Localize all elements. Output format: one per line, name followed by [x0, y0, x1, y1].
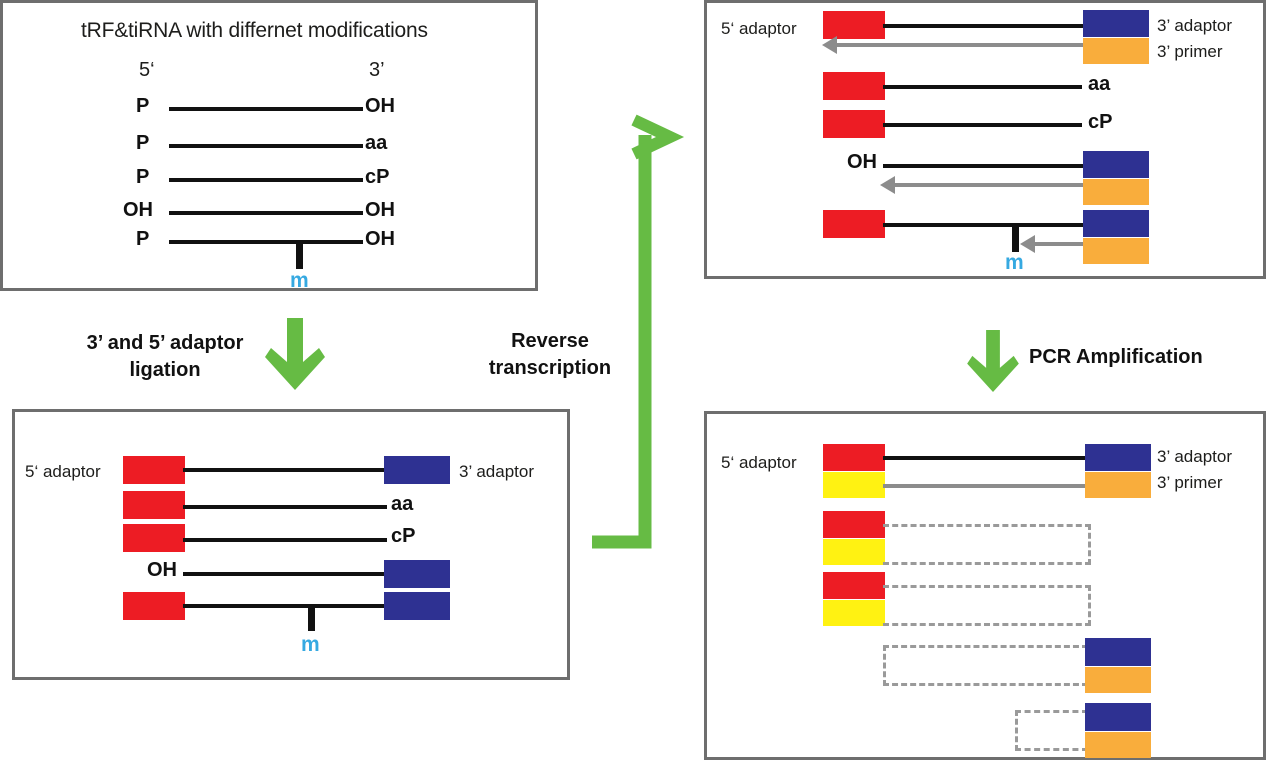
rt-label-5-adaptor: 5‘ adaptor [721, 19, 797, 38]
rt-modification-tick [1012, 223, 1019, 252]
ligated-5-adaptor-block-1 [123, 491, 185, 519]
panel-adaptor-ligated: 5‘ adaptor 3’ adaptor aa cP OH m [12, 409, 570, 680]
trf-row-left-2: P [136, 166, 150, 188]
ligation-arrow-label: 3’ and 5’ adaptor ligation [86, 332, 244, 381]
pcr-dashed-outline-3 [883, 645, 1088, 686]
trf-row-left-4: P [136, 228, 150, 250]
rt-strand-3 [883, 164, 1087, 168]
trf-row-right-0: OH [365, 95, 395, 117]
ligated-label-5-adaptor: 5‘ adaptor [25, 462, 101, 481]
pcr-5-primer-block-2 [823, 600, 885, 626]
trf-row-left-3: OH [123, 199, 153, 221]
pcr-5-adaptor-block-2 [823, 572, 885, 599]
trf-row-right-2: cP [365, 166, 390, 188]
rt-3-adaptor-block-4 [1083, 210, 1149, 237]
rt-strand-2 [883, 123, 1082, 127]
ligated-strand-4 [183, 604, 387, 608]
rt-5-adaptor-block-0 [823, 11, 885, 39]
rt-row-right-2: cP [1088, 111, 1113, 133]
trf-strand-1 [169, 144, 363, 148]
reverse-transcription-arrow-label: Reverse transcription [488, 330, 612, 379]
ligated-5-adaptor-block-4 [123, 592, 185, 620]
modification-tick [296, 240, 303, 269]
rt-3-primer-block-0 [1083, 38, 1149, 64]
rt-cdna-line-0 [837, 43, 1085, 47]
trf-row-right-4: OH [365, 228, 395, 250]
pcr-5-adaptor-block-0 [823, 444, 885, 471]
rt-cdna-arrowhead-3 [880, 176, 895, 194]
trf-strand-4 [169, 240, 363, 244]
end-label-3prime: 3’ [369, 59, 385, 81]
pcr-dashed-outline-2 [883, 585, 1091, 626]
rt-3-adaptor-block-0 [1083, 10, 1149, 37]
ligated-strand-3 [183, 572, 387, 576]
pcr-strand-bottom-0 [883, 484, 1087, 488]
ligated-strand-0 [183, 468, 387, 472]
pcr-label-3-primer: 3’ primer [1157, 473, 1223, 492]
trf-row-right-1: aa [365, 132, 388, 154]
ligated-strand-2 [183, 538, 387, 542]
trf-strand-2 [169, 178, 363, 182]
ligated-3-adaptor-block-3 [384, 560, 450, 588]
rt-strand-4 [883, 223, 1087, 227]
reverse-transcription-arrow-icon [580, 110, 700, 555]
pcr-5-primer-block-0 [823, 472, 885, 498]
ligated-row-right-1: aa [391, 493, 414, 515]
modification-label: m [290, 269, 309, 292]
panel-reverse-transcription: 5‘ adaptor 3’ adaptor 3’ primer aa cP OH… [704, 0, 1266, 279]
trf-strand-0 [169, 107, 363, 111]
pcr-dashed-outline-1 [883, 524, 1091, 565]
pcr-3-primer-block-3 [1085, 667, 1151, 693]
rt-5-adaptor-block-4 [823, 210, 885, 238]
pcr-3-adaptor-block-3 [1085, 638, 1151, 666]
ligated-row-left-3: OH [147, 559, 177, 581]
pcr-label-3-adaptor: 3’ adaptor [1157, 447, 1232, 466]
rt-3-adaptor-block-3 [1083, 151, 1149, 178]
ligated-strand-1 [183, 505, 387, 509]
pcr-3-primer-block-4 [1085, 732, 1151, 758]
ligated-3-adaptor-block-4 [384, 592, 450, 620]
ligated-modification-tick [308, 604, 315, 631]
pcr-5-adaptor-block-1 [823, 511, 885, 538]
rt-cdna-arrowhead-0 [822, 36, 837, 54]
rt-modification-label: m [1005, 251, 1024, 274]
rt-label-3-adaptor: 3’ adaptor [1157, 16, 1232, 35]
ligated-5-adaptor-block-2 [123, 524, 185, 552]
ligated-modification-label: m [301, 633, 320, 656]
panel-pcr-amplification: 5‘ adaptor 3’ adaptor 3’ primer [704, 411, 1266, 760]
rt-cdna-arrowhead-4 [1020, 235, 1035, 253]
trf-strand-3 [169, 211, 363, 215]
rt-row-right-1: aa [1088, 73, 1111, 95]
rt-label-3-primer: 3’ primer [1157, 42, 1223, 61]
rt-3-primer-block-4 [1083, 238, 1149, 264]
rt-3-primer-block-3 [1083, 179, 1149, 205]
trf-row-left-1: P [136, 132, 150, 154]
pcr-label-5-adaptor: 5‘ adaptor [721, 453, 797, 472]
rt-strand-1 [883, 85, 1082, 89]
panel-trf-tirna: tRF&tiRNA with differnet modifications 5… [0, 0, 538, 292]
pcr-5-primer-block-1 [823, 539, 885, 565]
pcr-3-adaptor-block-4 [1085, 703, 1151, 731]
ligated-row-right-2: cP [391, 525, 416, 547]
rt-5-adaptor-block-2 [823, 110, 885, 138]
rt-row-left-3: OH [847, 151, 877, 173]
pcr-strand-top-0 [883, 456, 1087, 460]
pcr-dashed-outline-4 [1015, 710, 1088, 751]
rt-cdna-line-4 [1035, 242, 1085, 246]
ligated-label-3-adaptor: 3’ adaptor [459, 462, 534, 481]
trf-row-right-3: OH [365, 199, 395, 221]
ligation-arrow-icon [265, 318, 325, 395]
pcr-arrow-label: PCR Amplification [1029, 346, 1203, 368]
rt-5-adaptor-block-1 [823, 72, 885, 100]
end-label-5prime: 5‘ [139, 59, 155, 81]
rt-strand-0 [883, 24, 1087, 28]
ligated-3-adaptor-block-0 [384, 456, 450, 484]
panel-trf-title: tRF&tiRNA with differnet modifications [81, 19, 428, 42]
rt-cdna-line-3 [895, 183, 1085, 187]
pcr-3-adaptor-block-0 [1085, 444, 1151, 471]
ligated-5-adaptor-block-0 [123, 456, 185, 484]
pcr-arrow-icon [963, 330, 1023, 397]
pcr-3-primer-block-0 [1085, 472, 1151, 498]
trf-row-left-0: P [136, 95, 150, 117]
